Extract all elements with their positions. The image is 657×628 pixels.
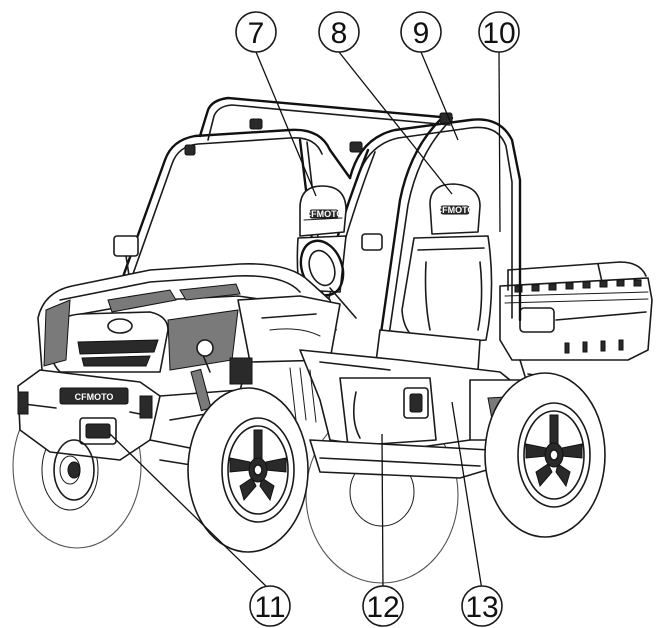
front-body [37,263,341,397]
callout-12-label: 12 [366,591,399,624]
rear-right-wheel-front [484,372,606,538]
passenger-seat: CFMOTO [375,183,493,371]
callout-7-label: 7 [248,17,265,50]
callout-7: 7 [235,11,277,53]
front-right-wheel [187,387,309,553]
front-left-brake-disc [53,439,95,501]
callout-9: 9 [400,11,442,53]
bumper-logo: CFMOTO [75,392,114,402]
callout-13: 13 [461,585,503,627]
cargo-bed-side-slots [564,339,624,354]
callout-13-label: 13 [465,591,498,624]
side-vents [289,367,317,423]
driver-headrest-logo: CFMOTO [305,209,344,219]
passenger-mirror [361,233,383,251]
callout-8: 8 [318,11,360,53]
callout-10-label: 10 [482,17,515,50]
front-bumper: CFMOTO [17,369,161,461]
callout-11-label: 11 [254,591,285,624]
callout-12: 12 [362,585,404,627]
front-right-rim-spokes [229,429,287,502]
front-suspension [149,339,253,469]
cargo-bed [499,261,653,387]
cargo-bed-holes [514,279,642,293]
callout-9-label: 9 [413,17,430,50]
callout-10: 10 [478,11,520,53]
leader-lines [109,51,501,591]
callout-11: 11 [249,585,291,627]
callout-8-label: 8 [331,17,348,50]
passenger-headrest-logo: CFMOTO [436,205,475,215]
steering-wheel [299,239,357,319]
rear-right-rim-spokes [525,414,583,488]
